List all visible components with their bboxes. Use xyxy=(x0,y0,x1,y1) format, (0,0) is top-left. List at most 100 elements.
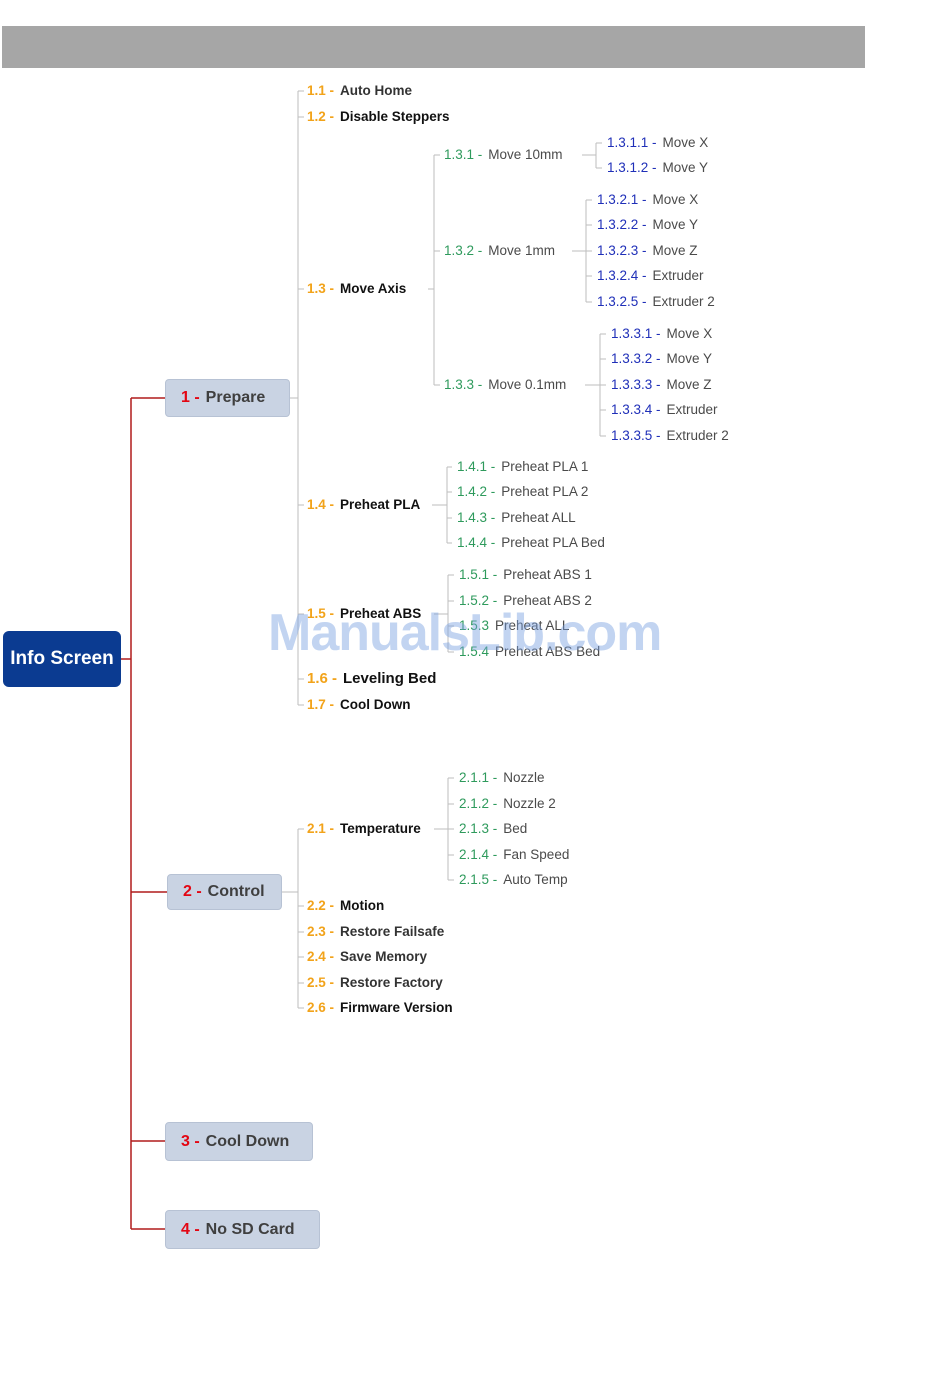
menu-item-move-y[interactable]: 1.3.2.2 -Move Y xyxy=(597,217,698,233)
item-number: 1.3.3.5 - xyxy=(611,428,661,443)
category-number: 4 - xyxy=(181,1220,200,1238)
menu-item-extruder[interactable]: 1.3.2.4 - Extruder xyxy=(597,268,704,284)
menu-item-nozzle[interactable]: 2.1.1 -Nozzle xyxy=(459,770,545,786)
root-label: Info Screen xyxy=(10,648,114,669)
item-label: Move 1mm xyxy=(488,243,556,258)
menu-item-move-z[interactable]: 1.3.3.3 - Move Z xyxy=(611,377,712,393)
menu-item-preheat-pla[interactable]: 1.4 -Preheat PLA xyxy=(307,497,420,513)
item-label: Move X xyxy=(662,135,709,150)
item-label: Move X xyxy=(666,326,713,341)
category-prepare[interactable]: 1 - Prepare xyxy=(165,379,290,417)
menu-item-preheat-pla-2[interactable]: 1.4.2 -Preheat PLA 2 xyxy=(457,484,588,500)
menu-item-firmware-version[interactable]: 2.6 -Firmware Version xyxy=(307,1000,453,1016)
item-number: 1.5.3 xyxy=(459,618,490,633)
menu-item-auto-home[interactable]: 1.1 -Auto Home xyxy=(307,83,412,99)
item-label: Preheat ABS xyxy=(340,606,422,621)
item-number: 2.5 - xyxy=(307,975,335,990)
watermark: ManualsLib.com xyxy=(268,604,662,662)
item-number: 1.2 - xyxy=(307,109,335,124)
menu-item-extruder-2[interactable]: 1.3.2.5 -Extruder 2 xyxy=(597,294,715,310)
menu-item-extruder-2[interactable]: 1.3.3.5 -Extruder 2 xyxy=(611,428,729,444)
item-number: 1.4.3 - xyxy=(457,510,496,525)
item-label: Extruder xyxy=(652,268,704,283)
item-number: 2.1.4 - xyxy=(459,847,498,862)
item-number: 2.1.1 - xyxy=(459,770,498,785)
header-bar xyxy=(2,26,865,68)
item-number: 1.3.3.3 - xyxy=(611,377,661,392)
item-label: Auto Temp xyxy=(503,872,568,887)
menu-item-move-y[interactable]: 1.3.3.2 -Move Y xyxy=(611,351,712,367)
menu-item-preheat-abs-1[interactable]: 1.5.1 -Preheat ABS 1 xyxy=(459,567,592,583)
item-label: Move Z xyxy=(666,377,712,392)
category-number: 1 - xyxy=(181,389,200,406)
menu-item-preheat-pla-1[interactable]: 1.4.1 - Preheat PLA 1 xyxy=(457,459,588,475)
menu-item-preheat-all[interactable]: 1.4.3 -Preheat ALL xyxy=(457,510,576,526)
menu-item-move-x[interactable]: 1.3.2.1 -Move X xyxy=(597,192,698,208)
item-number: 1.3.2.4 - xyxy=(597,268,647,283)
menu-item-extruder[interactable]: 1.3.3.4 - Extruder xyxy=(611,402,718,418)
menu-item-preheat-abs[interactable]: 1.5 - Preheat ABS xyxy=(307,606,421,622)
item-label: Preheat ABS 2 xyxy=(503,593,592,608)
item-label: Extruder xyxy=(666,402,718,417)
category-control[interactable]: 2 - Control xyxy=(167,874,282,910)
menu-item-move-axis[interactable]: 1.3 - Move Axis xyxy=(307,281,406,297)
item-label: Auto Home xyxy=(340,83,413,98)
item-label: Save Memory xyxy=(340,949,428,964)
menu-item-nozzle-2[interactable]: 2.1.2 -Nozzle 2 xyxy=(459,796,556,812)
item-number: 1.5 - xyxy=(307,606,335,621)
item-label: Preheat PLA 1 xyxy=(501,459,589,474)
menu-item-cool-down[interactable]: 1.7 -Cool Down xyxy=(307,697,411,713)
menu-item-move-1mm[interactable]: 1.3.2 -Move 1mm xyxy=(444,243,555,259)
menu-item-move-10mm[interactable]: 1.3.1 -Move 10mm xyxy=(444,147,563,163)
item-number: 1.3.3.2 - xyxy=(611,351,661,366)
item-label: Temperature xyxy=(340,821,421,836)
menu-item-save-memory[interactable]: 2.4 -Save Memory xyxy=(307,949,427,965)
category-cool-down[interactable]: 3 - Cool Down xyxy=(165,1122,313,1161)
item-number: 1.3.2.3 - xyxy=(597,243,647,258)
item-number: 1.3.2.1 - xyxy=(597,192,647,207)
menu-item-restore-failsafe[interactable]: 2.3 - Restore Failsafe xyxy=(307,924,444,940)
item-label: Preheat PLA xyxy=(340,497,421,512)
category-no-sd-card[interactable]: 4 - No SD Card xyxy=(165,1210,320,1249)
item-number: 1.3.1 - xyxy=(444,147,483,162)
item-number: 1.3.2.2 - xyxy=(597,217,647,232)
item-label: Motion xyxy=(340,898,385,913)
menu-item-disable-steppers[interactable]: 1.2 -Disable Steppers xyxy=(307,109,450,125)
menu-item-fan-speed[interactable]: 2.1.4 -Fan Speed xyxy=(459,847,569,863)
menu-item-move-x[interactable]: 1.3.3.1 - Move X xyxy=(611,326,712,342)
category-label: No SD Card xyxy=(205,1220,295,1238)
menu-item-motion[interactable]: 2.2 - Motion xyxy=(307,898,384,914)
menu-item-move-z[interactable]: 1.3.2.3 - Move Z xyxy=(597,243,698,259)
item-number: 1.5.4 xyxy=(459,644,490,659)
category-label: Cool Down xyxy=(205,1132,290,1150)
item-label: Restore Failsafe xyxy=(340,924,445,939)
item-number: 1.4.4 - xyxy=(457,535,496,550)
menu-item-preheat-abs-2[interactable]: 1.5.2 -Preheat ABS 2 xyxy=(459,593,592,609)
menu-item-preheat-pla-bed[interactable]: 1.4.4 -Preheat PLA Bed xyxy=(457,535,605,551)
item-number: 2.3 - xyxy=(307,924,335,939)
item-number: 1.4.1 - xyxy=(457,459,496,474)
menu-item-leveling-bed[interactable]: 1.6 -Leveling Bed xyxy=(307,671,436,687)
item-number: 1.3 - xyxy=(307,281,335,296)
menu-item-move-0-1mm[interactable]: 1.3.3 -Move 0.1mm xyxy=(444,377,566,393)
menu-item-temperature[interactable]: 2.1 -Temperature xyxy=(307,821,421,837)
info-screen-root[interactable]: Info Screen xyxy=(3,631,121,687)
item-number: 1.3.1.1 - xyxy=(607,135,657,150)
menu-item-move-y[interactable]: 1.3.1.2 -Move Y xyxy=(607,160,708,176)
menu-item-auto-temp[interactable]: 2.1.5 -Auto Temp xyxy=(459,872,568,888)
menu-item-move-x[interactable]: 1.3.1.1 - Move X xyxy=(607,135,708,151)
item-number: 1.3.3.4 - xyxy=(611,402,661,417)
menu-item-restore-factory[interactable]: 2.5 -Restore Factory xyxy=(307,975,443,991)
item-label: Move Z xyxy=(652,243,698,258)
menu-item-bed[interactable]: 2.1.3 -Bed xyxy=(459,821,527,837)
item-label: Preheat PLA 2 xyxy=(501,484,589,499)
item-number: 1.7 - xyxy=(307,697,335,712)
item-number: 1.6 - xyxy=(307,670,338,687)
item-label: Move 0.1mm xyxy=(488,377,567,392)
item-number: 1.3.3.1 - xyxy=(611,326,661,341)
item-number: 2.2 - xyxy=(307,898,335,913)
item-label: Move Axis xyxy=(340,281,407,296)
item-number: 1.5.1 - xyxy=(459,567,498,582)
